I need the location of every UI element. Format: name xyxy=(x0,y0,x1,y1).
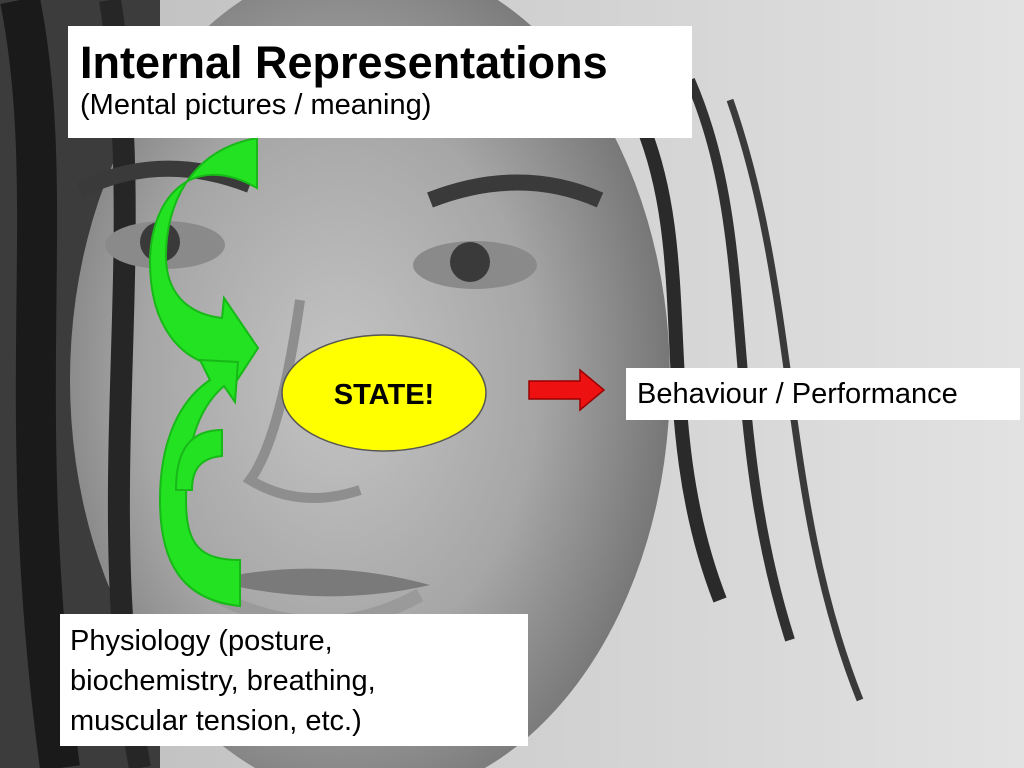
behaviour-box: Behaviour / Performance xyxy=(626,368,1020,420)
subtitle: (Mental pictures / meaning) xyxy=(80,89,432,121)
state-label: STATE! xyxy=(333,379,435,411)
red-arrow xyxy=(528,368,606,412)
physiology-box: Physiology (posture, biochemistry, breat… xyxy=(60,614,528,746)
upper-curved-arrow xyxy=(148,136,260,391)
physiology-line: biochemistry, breathing, xyxy=(70,665,376,697)
internal-representations-box: Internal Representations (Mental picture… xyxy=(68,26,692,138)
title: Internal Representations xyxy=(80,37,608,88)
lower-curved-arrow xyxy=(158,358,241,608)
physiology-line: Physiology (posture, xyxy=(70,625,333,657)
state-ellipse xyxy=(281,334,487,452)
physiology-line: muscular tension, etc.) xyxy=(70,705,362,737)
behaviour-label: Behaviour / Performance xyxy=(637,378,958,410)
